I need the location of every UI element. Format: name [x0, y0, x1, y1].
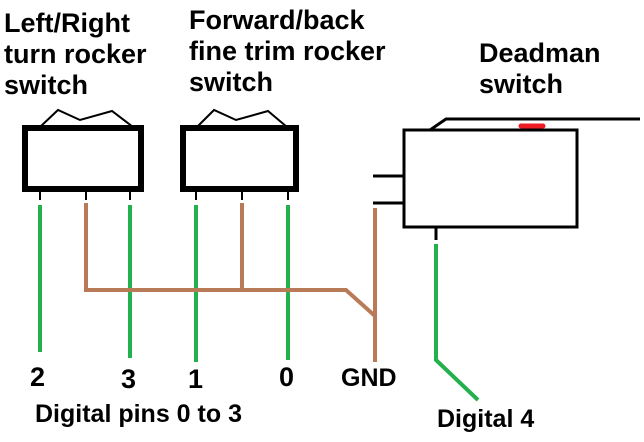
pin-label-gnd: GND	[341, 364, 397, 392]
fb-switch-label: Forward/back fine trim rocker switch	[189, 5, 386, 98]
fb-rocker-body	[180, 125, 299, 192]
ground-wires	[84, 203, 377, 362]
deadman-switch	[373, 117, 640, 240]
signal-wires	[38, 205, 480, 402]
pin-label-3: 3	[121, 364, 137, 394]
ground-bus	[84, 203, 377, 318]
fb-switch-label-line2: fine trim rocker	[189, 36, 386, 66]
deadman-label-line1: Deadman	[479, 38, 601, 68]
pin-label-0: 0	[279, 362, 295, 392]
digital-4-caption: Digital 4	[437, 405, 535, 433]
lr-switch-label-line2: turn rocker	[4, 39, 147, 69]
fb-rocker-switch	[180, 108, 299, 200]
lr-switch-label: Left/Right turn rocker switch	[4, 8, 147, 101]
deadman-lever	[429, 117, 640, 132]
lr-switch-label-line1: Left/Right	[4, 8, 130, 38]
deadman-label-line2: switch	[479, 69, 564, 99]
lr-switch-label-line3: switch	[4, 70, 89, 100]
lr-rocker-actuator	[39, 108, 134, 128]
lr-rocker-switch	[22, 108, 144, 200]
deadman-body	[402, 128, 579, 229]
lr-rocker-body	[22, 125, 144, 192]
fb-rocker-actuator	[196, 108, 288, 128]
pin-label-1: 1	[188, 364, 204, 394]
deadman-label: Deadman switch	[479, 38, 601, 100]
fb-switch-label-line3: switch	[189, 67, 274, 97]
fb-switch-label-line1: Forward/back	[189, 5, 365, 35]
wire-digital-4	[434, 244, 480, 402]
digital-pins-caption: Digital pins 0 to 3	[35, 400, 242, 428]
pin-label-2: 2	[30, 362, 46, 392]
